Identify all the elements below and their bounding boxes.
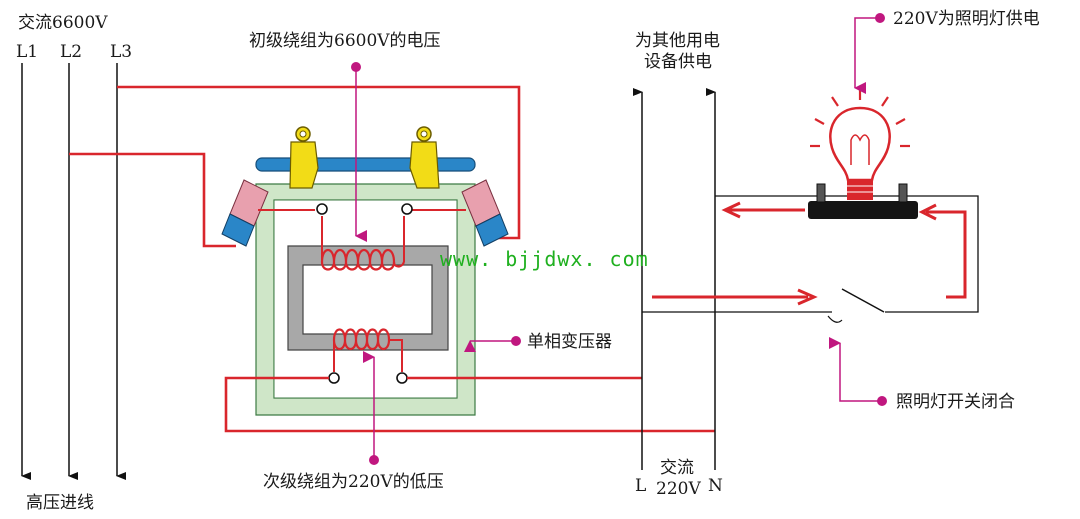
- primary-winding-label: 初级绕组为6600V的电压: [249, 31, 441, 51]
- line-l2-label: L2: [60, 42, 82, 62]
- annotation-primary: 初级绕组为6600V的电压: [249, 31, 441, 242]
- primary-winding: [320, 248, 406, 268]
- watermark-text: www. bjjdwx. com: [440, 247, 649, 271]
- lamp-switch: [841, 288, 885, 313]
- top-bar: [255, 157, 476, 172]
- transformer-label: 单相变压器: [527, 332, 612, 352]
- terminal-n-label: N: [708, 476, 723, 496]
- primary-terminal-right: [401, 203, 413, 215]
- ac-voltage-label: 220V: [656, 479, 701, 499]
- lamp-socket: [808, 201, 918, 219]
- light-bulb-icon: [810, 90, 910, 200]
- annotation-transformer: 单相变压器: [464, 332, 612, 352]
- lamp-circuit: [642, 90, 979, 323]
- line-l1-label: L1: [16, 42, 38, 62]
- left-clamp: [289, 126, 319, 189]
- annotation-lamp: 220V为照明灯供电: [854, 9, 1040, 94]
- annotation-switch: 照明灯开关闭合: [829, 337, 1015, 412]
- supply-other-line2: 设备供电: [644, 52, 712, 72]
- left-insulator: [221, 179, 269, 247]
- lamp-supply-label: 220V为照明灯供电: [893, 9, 1040, 29]
- hv-title-label: 交流6600V: [18, 13, 108, 33]
- secondary-winding-label: 次级绕组为220V的低压: [263, 472, 444, 492]
- single-phase-transformer: [221, 126, 509, 416]
- supply-other-line1: 为其他用电: [635, 31, 720, 51]
- switch-closed-label: 照明灯开关闭合: [896, 392, 1015, 412]
- primary-terminal-left: [316, 203, 328, 215]
- hv-incoming-label: 高压进线: [26, 493, 94, 513]
- secondary-winding: [332, 328, 391, 351]
- right-clamp: [409, 126, 440, 189]
- transformer-core: [287, 245, 449, 351]
- secondary-terminal-left: [328, 372, 340, 384]
- secondary-terminal-right: [396, 372, 408, 384]
- right-insulator: [461, 179, 509, 247]
- secondary-output-wires: [224, 376, 715, 433]
- primary-feed-wires: [69, 85, 521, 248]
- terminal-l-label: L: [635, 476, 646, 496]
- line-l3-label: L3: [110, 42, 132, 62]
- ac-label: 交流: [660, 458, 694, 478]
- annotation-secondary: 次级绕组为220V的低压: [263, 351, 444, 492]
